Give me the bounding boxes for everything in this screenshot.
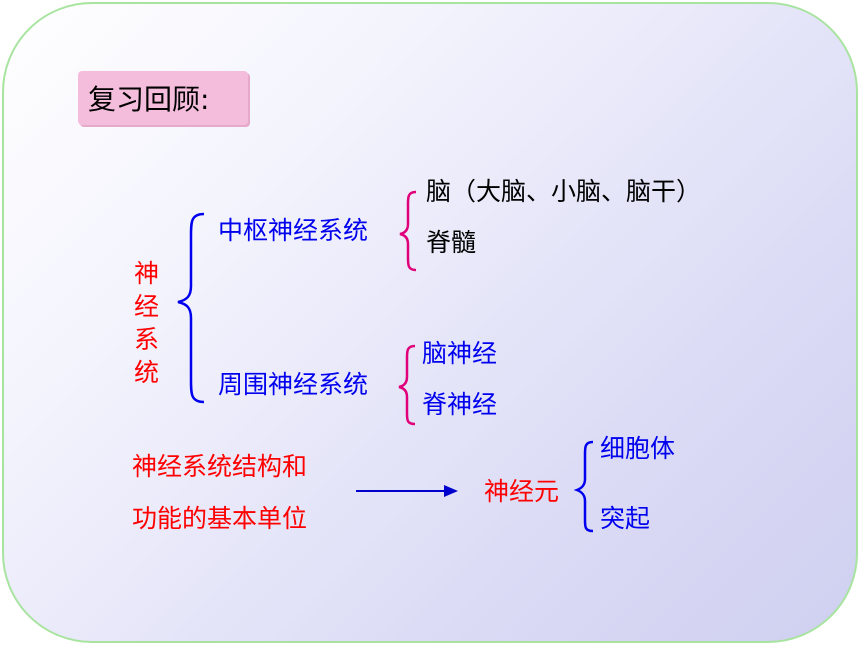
- neuron-label: 神经元: [484, 477, 560, 506]
- main-brace: [177, 212, 205, 404]
- pns-item-spinal-nerves: 脊神经: [422, 390, 498, 419]
- neuron-statement-line2: 功能的基本单位: [132, 504, 308, 533]
- cns-item-spinal-cord: 脊髓: [426, 228, 477, 257]
- title-box: [78, 71, 248, 125]
- cns-brace: [399, 190, 417, 272]
- neuron-statement-line1: 神经系统结构和: [132, 452, 308, 481]
- pns-brace: [398, 344, 416, 426]
- neuron-brace: [573, 440, 594, 533]
- neuron-part-process: 突起: [600, 504, 651, 533]
- arrow-head: [444, 485, 458, 497]
- cns-label: 中枢神经系统: [218, 216, 369, 245]
- pns-label: 周围神经系统: [218, 370, 369, 399]
- neuron-part-cell-body: 细胞体: [600, 434, 676, 463]
- pns-item-cranial-nerves: 脑神经: [422, 339, 498, 368]
- nervous-system-label: 神经系统: [134, 259, 160, 387]
- brace-and-arrow-layer: [177, 190, 594, 533]
- cns-item-brain: 脑（大脑、小脑、脑干）: [426, 177, 702, 206]
- page-title: 复习回顾:: [88, 83, 210, 116]
